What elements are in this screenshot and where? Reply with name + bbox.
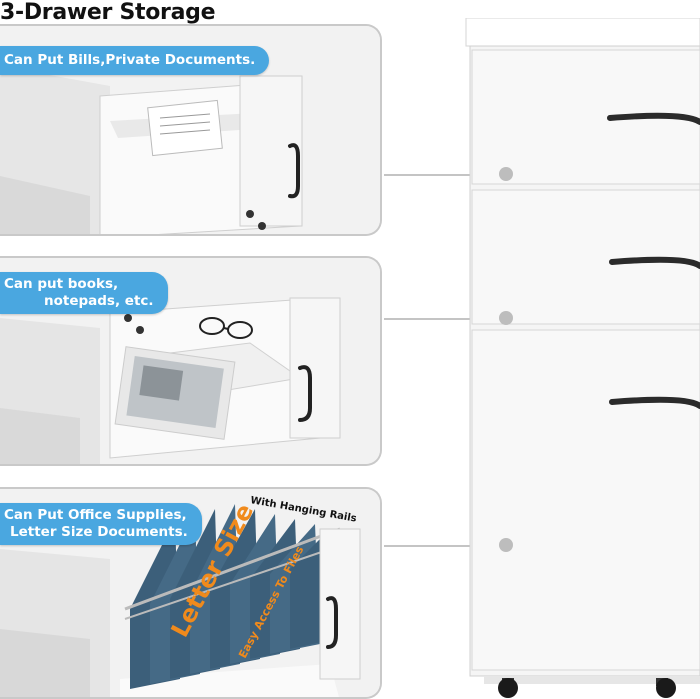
callout-books-line2: notepads, etc.	[44, 293, 154, 309]
connector-dot-middle	[499, 311, 513, 325]
file-drawer-panel: With Hanging Rails Letter Size Easy Acce…	[0, 487, 382, 699]
callout-office-line2: Letter Size Documents.	[10, 524, 188, 540]
caster-left	[498, 678, 518, 698]
drawer-1	[471, 49, 700, 185]
connector-top	[384, 174, 506, 176]
drawer-3-handle	[609, 396, 700, 409]
connector-middle	[384, 318, 506, 320]
filing-cabinet	[465, 18, 700, 698]
connector-dot-bottom	[499, 538, 513, 552]
callout-office-supplies: Can Put Office Supplies, Letter Size Doc…	[0, 503, 202, 545]
connector-bottom	[384, 545, 506, 547]
drawer-1-handle	[607, 112, 700, 125]
callout-office-line1: Can Put Office Supplies,	[4, 507, 187, 523]
drawer-2	[471, 189, 700, 325]
connector-dot-top	[499, 167, 513, 181]
file-drawer-illustration: With Hanging Rails Letter Size Easy Acce…	[0, 489, 380, 697]
drawer-2-handle	[609, 256, 700, 269]
page-title: 3-Drawer Storage	[0, 0, 216, 25]
callout-books: Can put books, notepads, etc.	[0, 272, 168, 314]
callout-books-line1: Can put books,	[4, 276, 119, 292]
drawer-3	[471, 329, 700, 671]
caster-right	[656, 678, 676, 698]
top-drawer-panel: Can Put Bills,Private Documents.	[0, 24, 382, 236]
middle-drawer-panel: Can put books, notepads, etc.	[0, 256, 382, 466]
callout-bills: Can Put Bills,Private Documents.	[0, 46, 270, 75]
